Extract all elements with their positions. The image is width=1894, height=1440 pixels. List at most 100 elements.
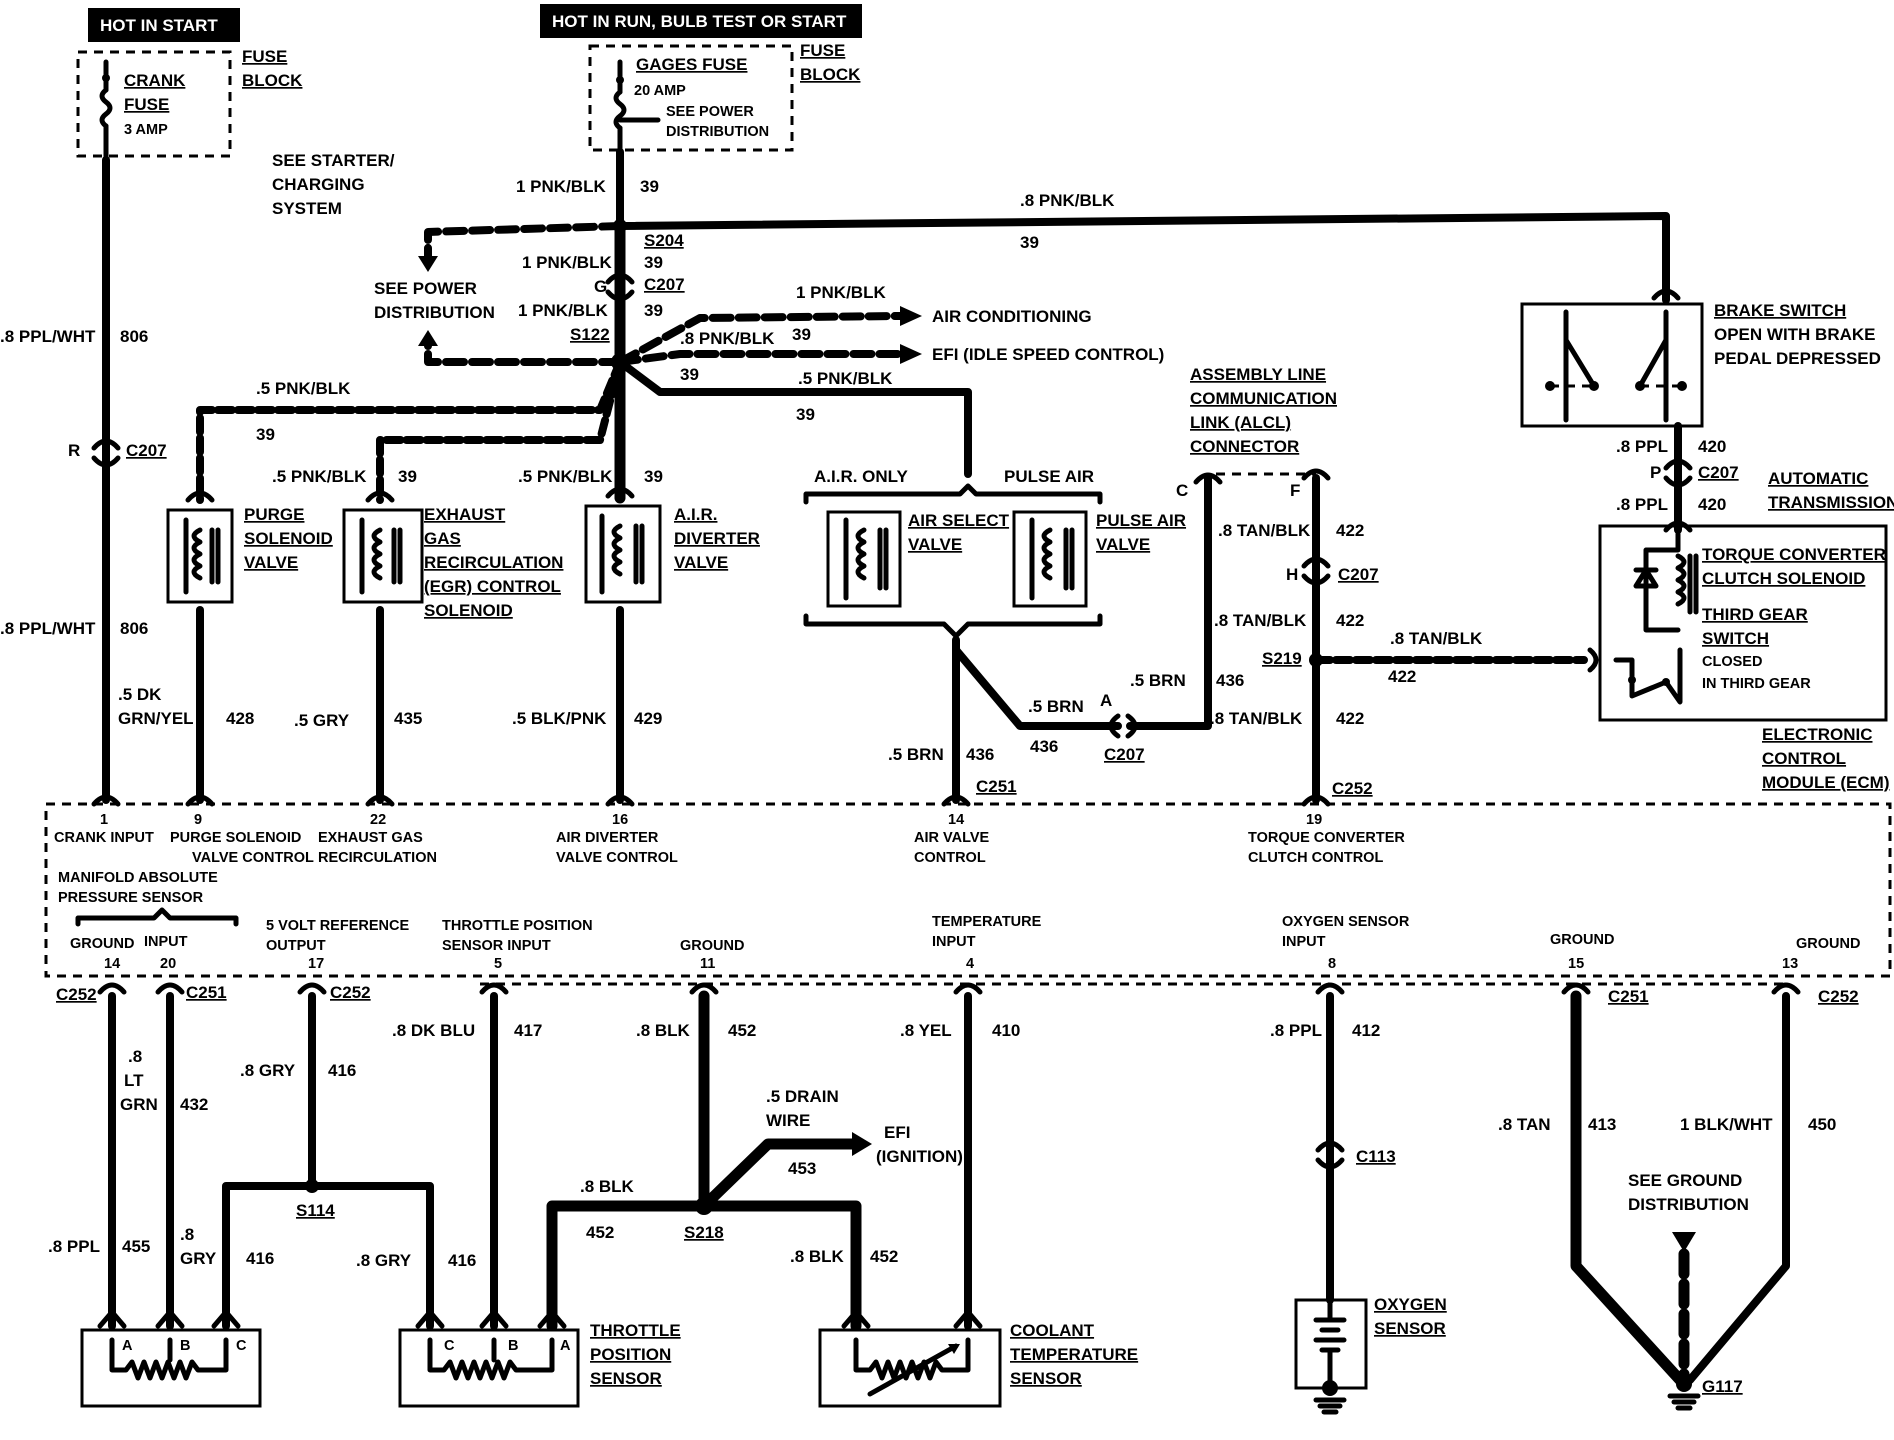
c252-label-c: C252 bbox=[1818, 987, 1859, 1006]
wire-gry-08-a: .8 GRY bbox=[240, 1061, 296, 1080]
map-pin-b: B bbox=[180, 1338, 190, 1354]
wire-blk-wht: 1 BLK/WHT bbox=[1680, 1115, 1773, 1134]
wire-806-upper: 806 bbox=[120, 327, 148, 346]
wire-435-label: 435 bbox=[394, 709, 422, 728]
wire-452-a: 452 bbox=[728, 1021, 756, 1040]
see-starter-1: SEE STARTER/ bbox=[272, 151, 395, 170]
wire-lt-grn-2: LT bbox=[124, 1071, 144, 1090]
wire-pnk-blk-aird: .5 PNK/BLK bbox=[518, 467, 613, 486]
egr-label-3: RECIRCULATION bbox=[424, 553, 563, 572]
crank-fuse-symbol bbox=[99, 59, 113, 163]
purge-solenoid-valve bbox=[166, 490, 234, 604]
c207-label-crank: C207 bbox=[126, 441, 167, 460]
wire-dk-blu: .8 DK BLU bbox=[392, 1021, 475, 1040]
c113-label: C113 bbox=[1356, 1147, 1396, 1166]
wire-tan-blk-c: .8 TAN/BLK bbox=[1390, 629, 1483, 648]
ecm-pin-4: 4 bbox=[966, 956, 974, 972]
ecm-pin-14-label-2: CONTROL bbox=[914, 850, 986, 866]
ecm-pin-19: 19 bbox=[1306, 812, 1322, 828]
coolant-label-1: COOLANT bbox=[1010, 1321, 1095, 1340]
tcc-label-2: CLUTCH SOLENOID bbox=[1702, 569, 1865, 588]
wire-436-to-alcl bbox=[1126, 474, 1212, 730]
s114-label: S114 bbox=[296, 1201, 335, 1220]
map-sensor-label-1: MANIFOLD ABSOLUTE bbox=[58, 870, 218, 886]
see-starter-2: CHARGING bbox=[272, 175, 365, 194]
ecm-pin-14-bottom: 14 bbox=[104, 956, 120, 972]
wire-39-d: 39 bbox=[680, 365, 699, 384]
c207-brake-connector bbox=[1663, 458, 1693, 488]
air-only-label: A.I.R. ONLY bbox=[814, 467, 908, 486]
ecm-pin-22-label-2: RECIRCULATION bbox=[318, 850, 437, 866]
c207-label-brake: C207 bbox=[1698, 463, 1739, 482]
wire-gry-05: .5 GRY bbox=[294, 711, 350, 730]
wire-pnk-blk-b: 1 PNK/BLK bbox=[522, 253, 612, 272]
ecm-pin-14-top: 14 bbox=[948, 812, 964, 828]
tps-pin-b: B bbox=[508, 1338, 518, 1354]
pin-h: H bbox=[1286, 565, 1298, 584]
throttle-position-sensor bbox=[398, 1309, 580, 1408]
brake-switch bbox=[1520, 302, 1704, 428]
wire-417-label: 417 bbox=[514, 1021, 542, 1040]
wire-gry-split-2: GRY bbox=[180, 1249, 217, 1268]
ground-g117-icon bbox=[1667, 1376, 1701, 1411]
s122-label: S122 bbox=[570, 325, 610, 344]
map-pin-a: A bbox=[122, 1338, 133, 1354]
c207-label-air: C207 bbox=[1104, 745, 1145, 764]
brake-label-1: BRAKE SWITCH bbox=[1714, 301, 1846, 320]
crank-fuse-amp: 3 AMP bbox=[124, 122, 168, 138]
ecm-pin-4-label-1: TEMPERATURE bbox=[932, 914, 1042, 930]
wire-tan-blk-b: .8 TAN/BLK bbox=[1214, 611, 1307, 630]
tcc-label-4: SWITCH bbox=[1702, 629, 1769, 648]
ecm-pin-15: 15 bbox=[1568, 956, 1584, 972]
ecm-pin-16-label-2: VALVE CONTROL bbox=[556, 850, 678, 866]
wire-blk-08-a: .8 BLK bbox=[636, 1021, 691, 1040]
hot-in-start-header: HOT IN START bbox=[88, 8, 240, 42]
egr-control-solenoid bbox=[342, 490, 424, 604]
wire-pnk-blk-pulse: .5 PNK/BLK bbox=[798, 369, 893, 388]
wire-39-aird: 39 bbox=[644, 467, 663, 486]
wire-453-label: 453 bbox=[788, 1159, 816, 1178]
hot-in-run-header: HOT IN RUN, BULB TEST OR START bbox=[540, 4, 862, 38]
wire-blk-08-c: .8 BLK bbox=[790, 1247, 845, 1266]
s218-label: S218 bbox=[684, 1223, 724, 1242]
wire-ppl-wht-upper: .8 PPL/WHT bbox=[0, 327, 96, 346]
brake-label-2: OPEN WITH BRAKE bbox=[1714, 325, 1876, 344]
ecm-pin-11: 11 bbox=[700, 956, 715, 972]
fuse-block-label-1: FUSE bbox=[242, 47, 287, 66]
air-conditioning-ref: AIR CONDITIONING bbox=[932, 307, 1092, 326]
wire-39-a: 39 bbox=[640, 177, 659, 196]
svg-text:HOT IN RUN, BULB TEST OR START: HOT IN RUN, BULB TEST OR START bbox=[552, 12, 847, 31]
auto-trans-label-1: AUTOMATIC bbox=[1768, 469, 1868, 488]
wire-436-c: 436 bbox=[1216, 671, 1244, 690]
wire-brn-05-a: .5 BRN bbox=[888, 745, 944, 764]
wire-428-label: 428 bbox=[226, 709, 254, 728]
egr-label-1: EXHAUST bbox=[424, 505, 506, 524]
ecm-pin-19-label-2: CLUTCH CONTROL bbox=[1248, 850, 1383, 866]
coolant-label-3: SENSOR bbox=[1010, 1369, 1082, 1388]
efi-ignition-1: EFI bbox=[884, 1123, 910, 1142]
ecm-pin-1-label: CRANK INPUT bbox=[54, 830, 154, 846]
wire-413-label: 413 bbox=[1588, 1115, 1616, 1134]
wire-drain-1: .5 DRAIN bbox=[766, 1087, 839, 1106]
see-ground-2: DISTRIBUTION bbox=[1628, 1195, 1749, 1214]
ecm-top-pin-connectors bbox=[91, 794, 1331, 807]
g117-label: G117 bbox=[1702, 1377, 1743, 1396]
ecm-pin-20: 20 bbox=[160, 956, 176, 972]
brake-label-3: PEDAL DEPRESSED bbox=[1714, 349, 1881, 368]
brake-switch-connector bbox=[1651, 288, 1681, 301]
wire-453-drain bbox=[698, 1138, 858, 1212]
ecm-pin-9: 9 bbox=[194, 812, 202, 828]
splice-s114 bbox=[305, 1179, 319, 1193]
wire-ppl-08-b: .8 PPL bbox=[1616, 495, 1668, 514]
wire-pnk-blk-c: 1 PNK/BLK bbox=[518, 301, 608, 320]
wire-dk-grn-yel-1: .5 DK bbox=[118, 685, 162, 704]
wire-429-label: 429 bbox=[634, 709, 662, 728]
map-pin-c: C bbox=[236, 1338, 247, 1354]
wire-drain-2: WIRE bbox=[766, 1111, 810, 1130]
wire-pnk-blk-ac: 1 PNK/BLK bbox=[796, 283, 886, 302]
wire-39-pulse: 39 bbox=[796, 405, 815, 424]
pin-a: A bbox=[1100, 691, 1112, 710]
wire-39-egr: 39 bbox=[398, 467, 417, 486]
wire-413-450-ground bbox=[1570, 990, 1790, 1390]
